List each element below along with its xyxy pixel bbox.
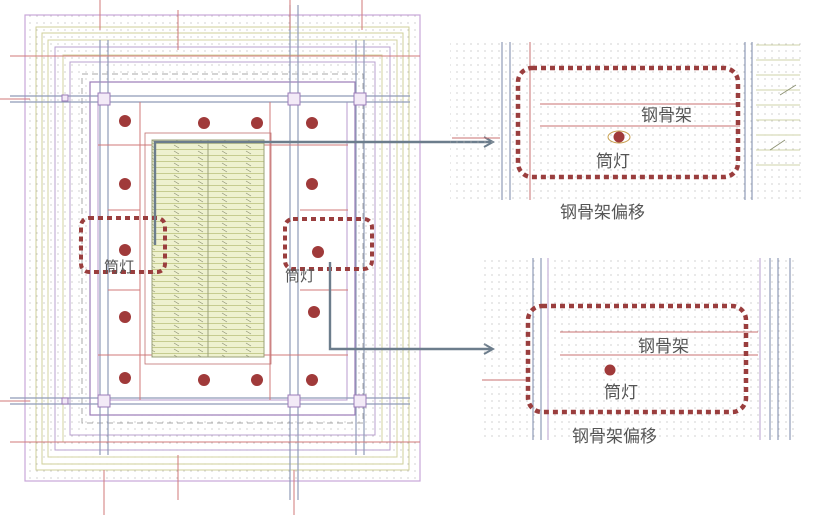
callout-arrows: [153, 142, 492, 349]
steel-beams: [10, 5, 410, 500]
detail-top-frame-label: 钢骨架: [641, 106, 692, 126]
downlight: [251, 374, 263, 386]
highlight-box-right: [283, 217, 374, 271]
detail-top-light-label: 筒灯: [596, 152, 630, 172]
downlight: [119, 372, 131, 384]
downlight: [119, 311, 131, 323]
beam-connectors: [61, 92, 367, 408]
downlight: [198, 374, 210, 386]
downlight: [198, 117, 210, 129]
downlight: [119, 115, 131, 127]
downlight: [604, 364, 616, 376]
arrow-to-top-detail: [153, 142, 492, 245]
downlight-dots: [119, 115, 324, 386]
detail-bottom-caption: 钢骨架偏移: [572, 427, 657, 447]
detail-bottom-frame-label: 钢骨架: [638, 337, 689, 357]
downlight: [306, 374, 318, 386]
downlight: [312, 246, 324, 258]
downlight: [119, 178, 131, 190]
downlight: [306, 117, 318, 129]
arrow-to-bottom-detail: [328, 262, 492, 349]
downlight: [306, 178, 318, 190]
downlight: [251, 117, 263, 129]
detail-bottom-highlight-box: [525, 303, 749, 415]
highlight-box-left: [79, 216, 167, 274]
detail-top-caption: 钢骨架偏移: [560, 203, 645, 223]
detail-bottom-light-label: 筒灯: [604, 383, 638, 403]
ceiling-plan: 筒灯 筒灯: [0, 0, 421, 515]
detail-top: 钢骨架 筒灯 钢骨架偏移: [450, 40, 802, 223]
detail-top-highlight-box: [515, 65, 741, 180]
downlight: [119, 244, 131, 256]
detail-bottom: 钢骨架 筒灯 钢骨架偏移: [480, 258, 794, 447]
downlight-label-left: 筒灯: [104, 258, 134, 276]
downlight-label-right: 筒灯: [285, 267, 315, 285]
downlight: [308, 306, 320, 318]
downlight: [613, 131, 625, 143]
